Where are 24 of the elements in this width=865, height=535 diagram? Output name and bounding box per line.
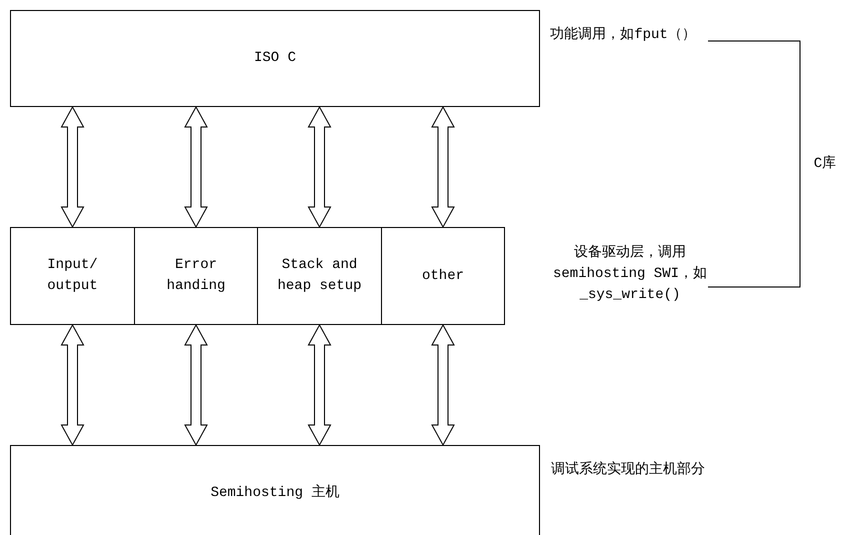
module-box: [10, 227, 135, 325]
double-arrow: [431, 106, 455, 228]
side-note: 设备驱动层，调用semihosting SWI，如_sys_write(): [552, 244, 708, 305]
double-arrow: [308, 106, 332, 228]
layer-label: Stack and heap setup: [276, 256, 362, 296]
layer-label: Semihosting 主机: [210, 483, 340, 502]
layer-label: ISO C: [254, 49, 296, 68]
module-box: [257, 227, 382, 325]
module-box: [134, 227, 258, 325]
layer-label: other: [422, 266, 464, 286]
layer-box: [10, 10, 540, 107]
layer-label: Input/ output: [46, 256, 99, 296]
side-note: 功能调用，如fput（）: [549, 26, 697, 45]
module-box: [381, 227, 505, 325]
side-note: 调试系统实现的主机部分: [550, 460, 706, 480]
double-arrow: [184, 106, 208, 228]
bracket-label: C库: [812, 154, 838, 174]
double-arrow: [431, 324, 455, 446]
layer-box: [10, 445, 540, 535]
double-arrow: [308, 324, 332, 446]
layer-label: Error handing: [166, 256, 226, 296]
double-arrow: [60, 106, 84, 228]
double-arrow: [60, 324, 84, 446]
double-arrow: [184, 324, 208, 446]
